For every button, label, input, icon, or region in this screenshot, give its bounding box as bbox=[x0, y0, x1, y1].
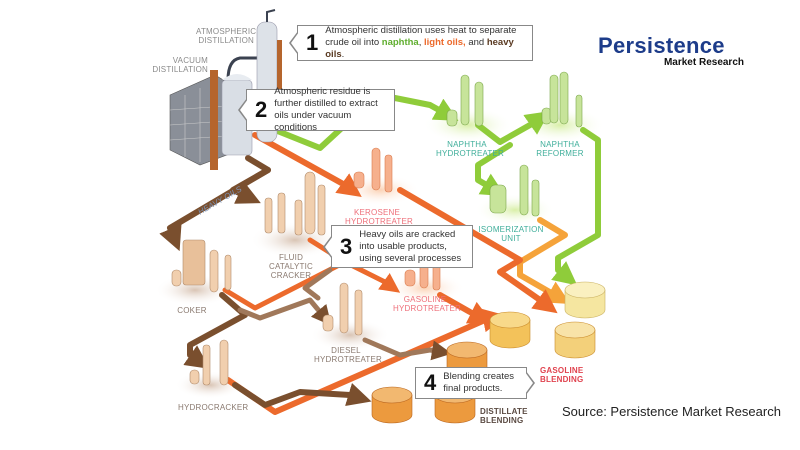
callout-2: 2 Atmospheric residue is further distill… bbox=[238, 86, 395, 133]
fluid-catalytic-cracker-unit bbox=[264, 171, 326, 236]
label-vacuum-distillation: Vacuum Distillation bbox=[152, 56, 208, 74]
source-caption: Source: Persistence Market Research bbox=[562, 404, 781, 419]
label-naphtha-reformer: Naphtha Reformer bbox=[536, 140, 584, 158]
light-oils-highlight: light oils, bbox=[424, 37, 466, 48]
vacuum-distillation-unit bbox=[169, 39, 264, 170]
naphtha-pipe bbox=[475, 111, 550, 145]
heavy-oils-highlight: heavy oils bbox=[325, 37, 514, 60]
label-isomerization-unit: Isomerization Unit bbox=[478, 225, 544, 243]
naphtha-hydrotreater-unit bbox=[446, 74, 484, 127]
label-hydrocracker: Hydrocracker bbox=[178, 403, 249, 412]
callout-1: 1 Atmospheric distillation uses heat to … bbox=[289, 25, 533, 61]
label-naphtha-hydrotreater: Naphtha Hydrotreater bbox=[436, 140, 505, 158]
logo-main-text: Persistence bbox=[598, 33, 725, 58]
glow bbox=[250, 222, 340, 258]
diesel-pipe bbox=[362, 337, 452, 361]
label-atmospheric-distillation: Atmospheric Distillation bbox=[196, 27, 257, 45]
coker-light-pipe bbox=[222, 259, 348, 311]
callout-4: 4 Blending creates final products. bbox=[415, 367, 535, 399]
diesel-hydrotreater-unit bbox=[322, 282, 363, 336]
kerosene-pipe bbox=[397, 187, 558, 314]
hydrocracker-unit bbox=[189, 339, 229, 386]
light-oils-pipe bbox=[252, 132, 362, 197]
heavy-oils-pipe bbox=[183, 292, 248, 369]
isomerization-unit bbox=[489, 164, 540, 217]
fcc-diesel-pipe bbox=[302, 267, 333, 301]
gas-oil-pipe bbox=[237, 297, 332, 326]
label-coker: Coker bbox=[177, 306, 207, 315]
step-number: 3 bbox=[340, 233, 353, 259]
label-distillate-blending: Distillate Blending bbox=[480, 407, 528, 425]
callout-3: 3 Heavy oils are cracked into usable pro… bbox=[323, 225, 473, 268]
callout-text: Heavy oils are cracked into usable produ… bbox=[359, 228, 462, 264]
naphtha-highlight: naphtha bbox=[381, 37, 419, 48]
callout-text: Atmospheric distillation uses heat to se… bbox=[325, 25, 517, 60]
naphtha-reformer-unit bbox=[541, 71, 583, 128]
gasoline-pipe bbox=[437, 292, 493, 324]
label-fluid-catalytic-cracker: Fluid Catalytic Cracker bbox=[268, 253, 314, 280]
logo-sub-text: Market Research bbox=[663, 57, 744, 68]
label-gasoline-blending: Gasoline Blending bbox=[540, 366, 584, 384]
label-gasoline-hydrotreater: Gasoline Hydrotreater bbox=[393, 295, 462, 313]
kerosene-hydrotreater-unit bbox=[353, 147, 393, 193]
reformate-pipe bbox=[551, 127, 601, 286]
label-kerosene-hydrotreater: Kerosene Hydrotreater bbox=[345, 208, 414, 226]
gasoline-blending-tanks bbox=[489, 281, 606, 359]
coker-unit bbox=[171, 239, 232, 293]
callout-text: Blending creates final products. bbox=[443, 371, 515, 394]
heavy-oils-pipe bbox=[159, 167, 271, 252]
persistence-logo: Persistence Market Research bbox=[598, 34, 744, 68]
callout-text: Atmospheric residue is further distilled… bbox=[274, 86, 378, 133]
step-number: 1 bbox=[306, 30, 319, 55]
step-number: 4 bbox=[424, 370, 437, 395]
step-number: 2 bbox=[255, 97, 268, 122]
label-diesel-hydrotreater: Diesel Hydrotreater bbox=[314, 346, 383, 364]
hydrocracker-distillate-pipe bbox=[232, 382, 372, 408]
naphtha-pipe bbox=[475, 142, 513, 197]
